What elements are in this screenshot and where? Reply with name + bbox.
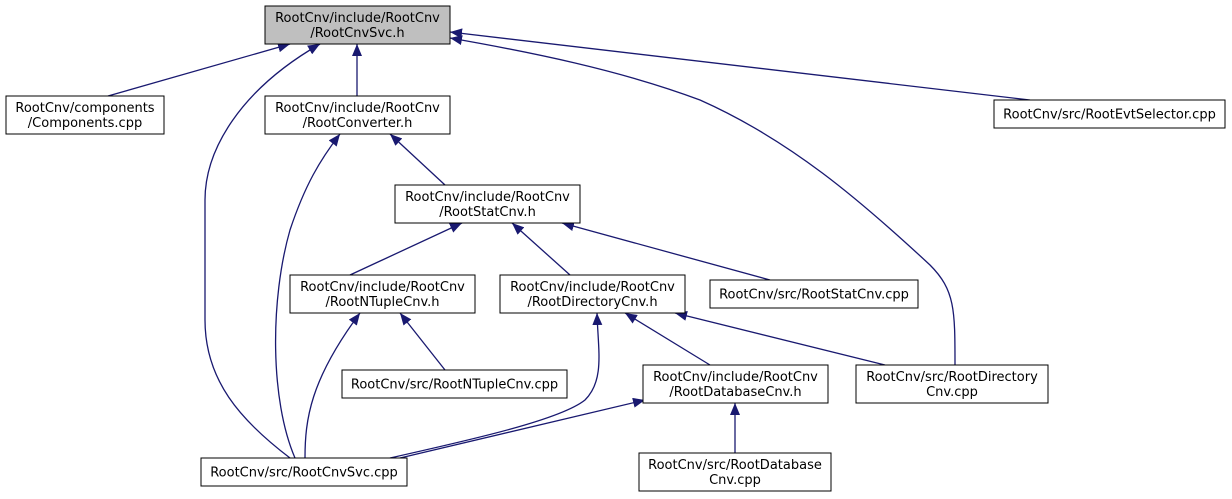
node-label-line: /RootCnvSvc.h: [310, 26, 404, 41]
node-box: [642, 364, 829, 404]
node-statcnv-cpp[interactable]: RootCnv/src/RootStatCnv.cpp: [709, 279, 919, 309]
edge-ntuple_cpp-to-ntuple_h: [399, 312, 446, 371]
node-label-line: RootCnv/src/RootCnvSvc.cpp: [210, 466, 398, 481]
node-label-line: /RootConverter.h: [303, 116, 413, 131]
node-label-line: /RootDatabaseCnv.h: [669, 385, 801, 400]
node-label-line: RootCnv/include/RootCnv: [275, 101, 440, 116]
node-box: [993, 99, 1226, 129]
node-box: [638, 452, 832, 492]
node-label-line: RootCnv/include/RootCnv: [510, 280, 675, 295]
node-label-line: Cnv.cpp: [926, 385, 978, 400]
edge-svc_cpp-to-ntuple_h: [304, 312, 361, 459]
edge-dircnv_cpp-to-dircnv_h: [674, 311, 886, 366]
node-dircnv-cpp[interactable]: RootCnv/src/RootDirectoryCnv.cpp: [855, 364, 1049, 404]
edge-ntuple_h-to-statcnv_h: [349, 222, 463, 276]
node-dbcnv-cpp[interactable]: RootCnv/src/RootDatabaseCnv.cpp: [638, 452, 832, 492]
edge-components-to-svc_h: [107, 42, 291, 97]
edge-statcnv_cpp-to-statcnv_h: [561, 221, 771, 281]
node-label-line: RootCnv/src/RootNTupleCnv.cpp: [351, 378, 558, 393]
node-label-line: Cnv.cpp: [709, 473, 761, 488]
edge-svc_cpp-to-dbcnv_h: [399, 397, 646, 459]
node-svc-h[interactable]: RootCnv/include/RootCnv/RootCnvSvc.h: [264, 5, 451, 45]
node-label-line: RootCnv/src/RootDatabase: [648, 458, 822, 473]
edge-dircnv_h-to-statcnv_h: [511, 222, 571, 276]
node-box: [855, 364, 1049, 404]
edge-svc_cpp-to-dircnv_h: [389, 312, 603, 459]
node-label-line: RootCnv/src/RootDirectory: [866, 370, 1038, 385]
node-ntuple-cpp[interactable]: RootCnv/src/RootNTupleCnv.cpp: [341, 369, 568, 399]
node-box: [709, 279, 919, 309]
node-statcnv-h[interactable]: RootCnv/include/RootCnv/RootStatCnv.h: [394, 184, 581, 224]
edge-evtsel-to-svc_h: [449, 28, 1031, 101]
node-box: [200, 457, 408, 487]
node-box: [341, 369, 568, 399]
node-box: [289, 274, 476, 314]
node-label-line: RootCnv/include/RootCnv: [300, 280, 465, 295]
node-label-line: /RootStatCnv.h: [439, 205, 536, 220]
edge-dbcnv_h-to-dircnv_h: [624, 312, 711, 366]
edges-layer: [107, 28, 1031, 459]
edge-svc_cpp-to-converter_h: [274, 133, 341, 459]
node-ntuple-h[interactable]: RootCnv/include/RootCnv/RootNTupleCnv.h: [289, 274, 476, 314]
node-box: [264, 95, 451, 135]
node-box: [264, 5, 451, 45]
node-label-line: RootCnv/src/RootStatCnv.cpp: [719, 288, 909, 303]
edge-dircnv_cpp-to-svc_h: [449, 35, 956, 366]
node-label-line: RootCnv/src/RootEvtSelector.cpp: [1003, 108, 1216, 123]
node-label-line: RootCnv/include/RootCnv: [653, 370, 818, 385]
nodes-layer: RootCnv/include/RootCnv/RootCnvSvc.hRoot…: [5, 5, 1226, 492]
node-converter-h[interactable]: RootCnv/include/RootCnv/RootConverter.h: [264, 95, 451, 135]
node-label-line: RootCnv/components: [15, 101, 154, 116]
node-box: [499, 274, 686, 314]
node-components[interactable]: RootCnv/components/Components.cpp: [5, 95, 165, 135]
node-box: [5, 95, 165, 135]
node-box: [394, 184, 581, 224]
node-dircnv-h[interactable]: RootCnv/include/RootCnv/RootDirectoryCnv…: [499, 274, 686, 314]
node-label-line: RootCnv/include/RootCnv: [405, 190, 570, 205]
edge-statcnv_h-to-converter_h: [389, 133, 446, 186]
node-svc-cpp[interactable]: RootCnv/src/RootCnvSvc.cpp: [200, 457, 408, 487]
node-label-line: /Components.cpp: [28, 116, 142, 131]
node-label-line: /RootNTupleCnv.h: [326, 295, 440, 310]
node-dbcnv-h[interactable]: RootCnv/include/RootCnv/RootDatabaseCnv.…: [642, 364, 829, 404]
node-label-line: /RootDirectoryCnv.h: [527, 295, 657, 310]
node-label-line: RootCnv/include/RootCnv: [275, 11, 440, 26]
edge-svc_cpp-to-svc_h: [204, 43, 321, 459]
node-evtsel[interactable]: RootCnv/src/RootEvtSelector.cpp: [993, 99, 1226, 129]
